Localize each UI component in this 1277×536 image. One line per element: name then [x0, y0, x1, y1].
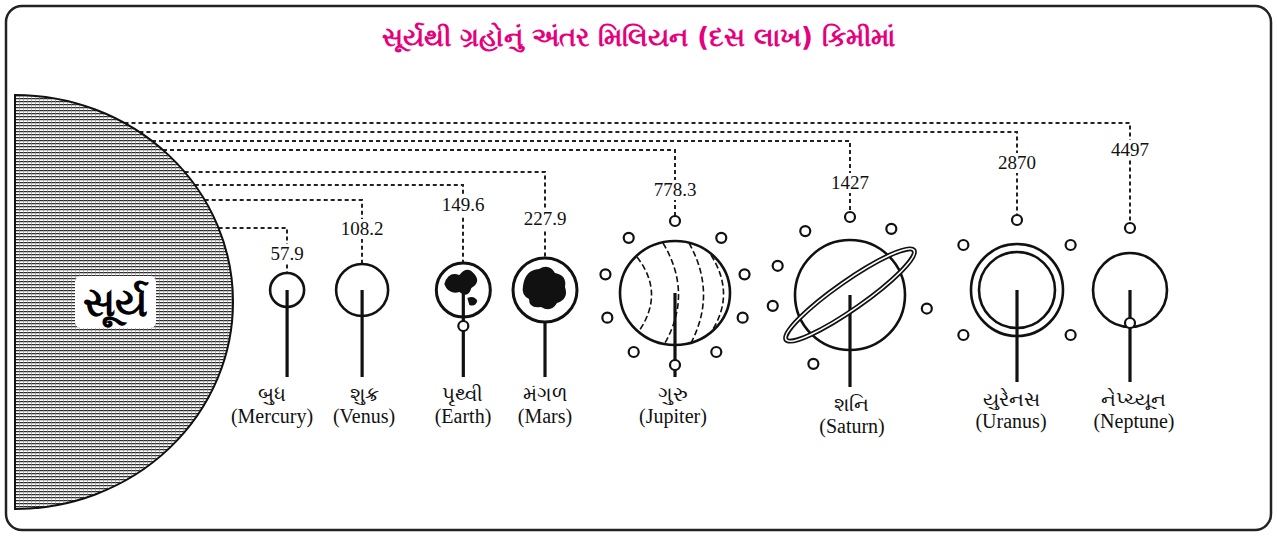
planet-circle	[1093, 253, 1167, 327]
frame-border	[6, 6, 1271, 530]
planet-node: શુક્ર (Venus)	[330, 264, 398, 431]
planet-circle	[436, 263, 490, 317]
moon	[922, 304, 932, 314]
planet-node: પૃથ્વી (Earth)	[432, 263, 495, 431]
planet-ring	[778, 239, 922, 351]
moon	[958, 330, 968, 340]
pointer-stick	[461, 290, 464, 317]
moon	[458, 321, 468, 331]
distance-value: 108.2	[338, 219, 387, 240]
moon	[670, 360, 680, 370]
moon	[800, 226, 810, 236]
pointer-stick	[285, 290, 288, 307]
planet-circle	[336, 264, 388, 316]
distance-line	[152, 141, 850, 212]
sun-shape: સૂર્ય	[15, 95, 233, 509]
pointer-stick	[1015, 290, 1018, 382]
moon	[1066, 330, 1076, 340]
pointer-stick	[285, 290, 288, 377]
moon	[1066, 240, 1076, 250]
planet-node: યુરેનસ (Uranus)	[942, 215, 1092, 436]
planet-name: બુધ (Mercury)	[231, 383, 313, 428]
planet-node: ગુરુ (Jupiter)	[595, 216, 755, 431]
distance-line	[125, 123, 1131, 223]
pointer-stick	[848, 295, 851, 350]
distance-value: 57.9	[267, 244, 306, 265]
sun-disc	[15, 95, 233, 509]
distance-value: 227.9	[521, 209, 570, 230]
distance-line	[195, 185, 463, 263]
moon	[958, 240, 968, 250]
distance-line	[185, 172, 545, 258]
planet-node: બુધ (Mercury)	[228, 273, 316, 431]
diagram-title: સૂર્યથી ગ્રહોનું અંતર મિલિયન (દસ લાખ) કિ…	[0, 22, 1277, 53]
moon	[738, 313, 748, 323]
pointer-stick	[360, 290, 363, 316]
moon	[600, 269, 610, 279]
moon	[670, 216, 680, 226]
planet-name: ગુરુ (Jupiter)	[639, 383, 707, 428]
distance-value: 2870	[995, 153, 1039, 174]
planet-name: યુરેનસ (Uranus)	[975, 388, 1046, 433]
planet-circle	[270, 273, 304, 307]
moon	[740, 269, 750, 279]
cloud-band	[711, 255, 724, 329]
moon	[716, 233, 726, 243]
moon	[1125, 223, 1135, 233]
moon	[711, 347, 721, 357]
distance-value: 4497	[1108, 140, 1152, 161]
moon	[629, 347, 639, 357]
cloud-band	[637, 257, 652, 331]
planet-circle	[620, 241, 730, 345]
planet-ring	[778, 239, 922, 351]
distance-line	[163, 150, 675, 216]
pointer-stick	[673, 293, 676, 345]
surface-mark	[523, 267, 566, 310]
planet-name: શુક્ર (Venus)	[333, 383, 395, 428]
moon	[624, 233, 634, 243]
distance-value: 149.6	[439, 195, 488, 216]
moon	[808, 359, 818, 369]
distance-line	[139, 132, 1017, 215]
distance-value: 1427	[828, 173, 872, 194]
planet-node: શનિ (Saturn)	[762, 212, 938, 441]
planet-name: મંગળ (Mars)	[518, 383, 572, 428]
moon	[768, 301, 778, 311]
planet-name: શનિ (Saturn)	[819, 393, 885, 438]
moon	[886, 224, 896, 234]
pointer-stick	[1015, 290, 1018, 336]
moon	[1012, 215, 1022, 225]
continent	[444, 270, 477, 295]
continent	[467, 297, 477, 306]
moon	[1125, 318, 1135, 328]
planet-circle	[513, 258, 577, 322]
moon	[773, 261, 783, 271]
planet-circle	[971, 244, 1063, 336]
pointer-stick	[360, 290, 363, 377]
planet-name: પૃથ્વી (Earth)	[435, 383, 492, 428]
moon	[845, 212, 855, 222]
planet-name: નેપ્ચ્યૂન (Neptune)	[1093, 388, 1174, 433]
cloud-band	[689, 243, 704, 343]
planet-node: મંગળ (Mars)	[511, 258, 579, 431]
sun-label: સૂર્ય	[75, 276, 156, 328]
moon	[602, 313, 612, 323]
planet-node: નેપ્ચ્યૂન (Neptune)	[1088, 223, 1178, 436]
distance-value: 778.3	[651, 180, 700, 201]
pointer-stick	[1128, 290, 1131, 382]
pointer-stick	[461, 290, 464, 377]
